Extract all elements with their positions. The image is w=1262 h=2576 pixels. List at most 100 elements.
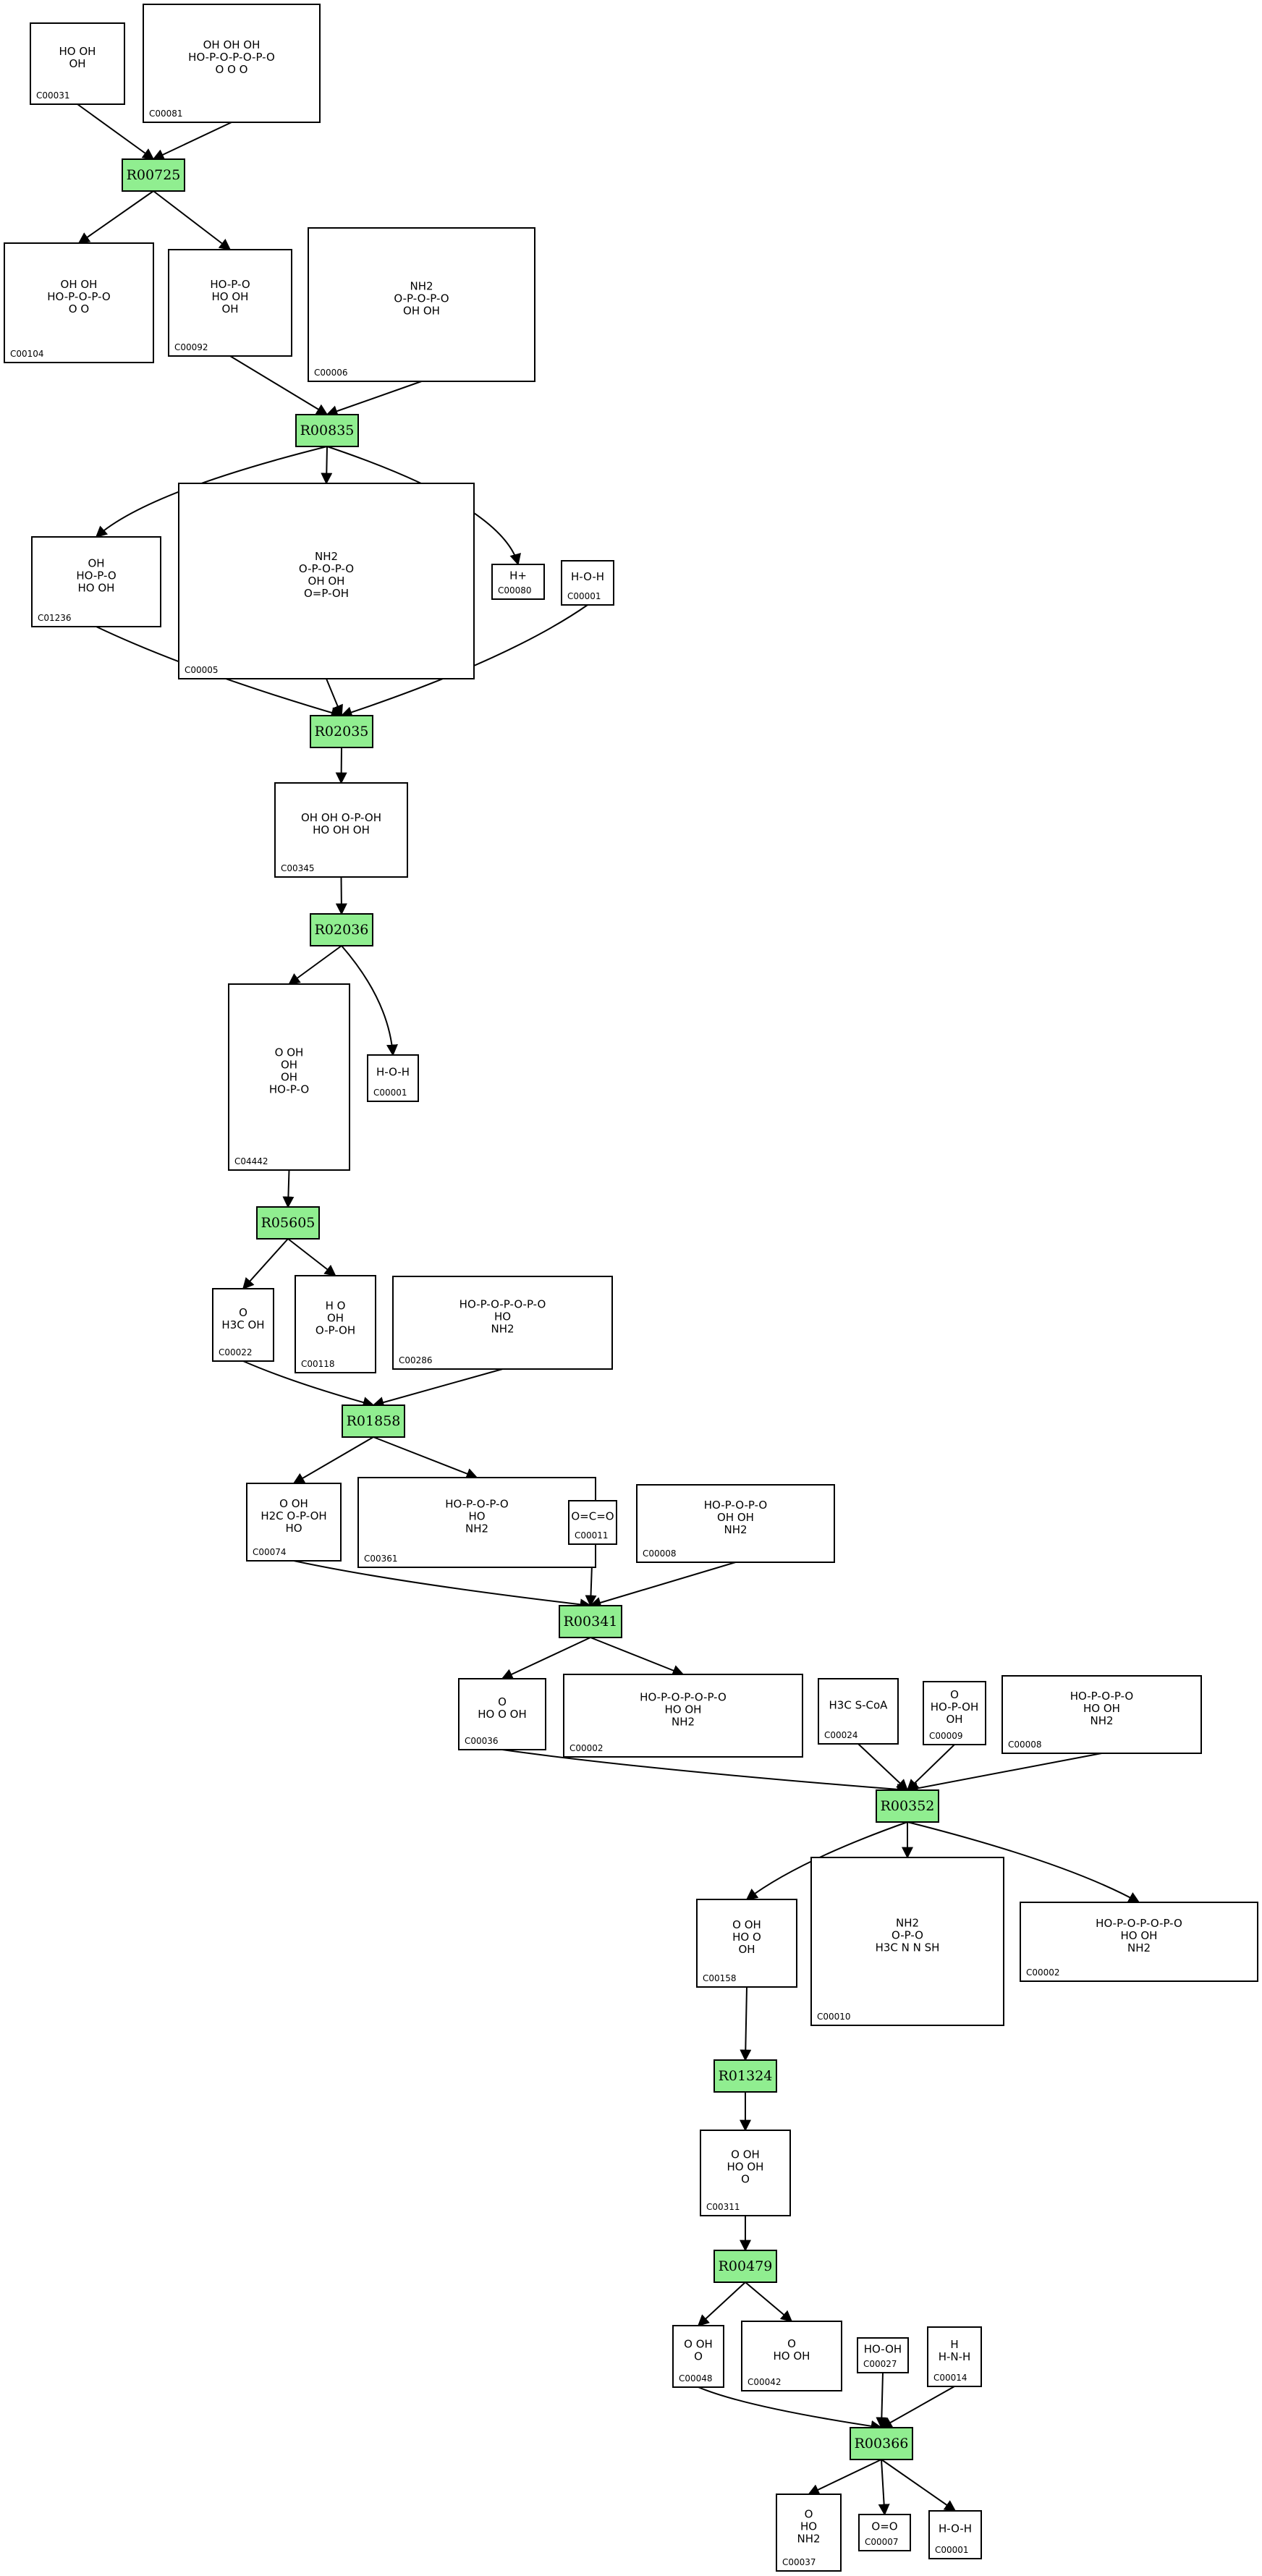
reaction-node[interactable]: R00366 <box>850 2427 913 2460</box>
compound-node[interactable]: O=O C00007 <box>858 2514 911 2551</box>
structure-label: O <box>239 1306 247 1319</box>
structure-label: H-N-H <box>939 2350 971 2363</box>
reaction-id: R02035 <box>315 724 369 740</box>
pathway-arrow <box>857 1743 909 1792</box>
reaction-node[interactable]: R01858 <box>342 1404 405 1438</box>
reaction-node[interactable]: R00341 <box>559 1605 622 1638</box>
structure-label: O=P-OH <box>304 587 349 600</box>
structure-label: NH2 <box>465 1522 488 1535</box>
compound-id: C00158 <box>703 1973 737 1983</box>
compound-box <box>741 2321 842 2391</box>
reaction-node[interactable]: R05605 <box>256 1206 320 1240</box>
structure-label: O <box>498 1695 507 1708</box>
structure-label: NH2 <box>1090 1714 1113 1727</box>
compound-id: C04442 <box>234 1156 268 1166</box>
pathway-arrow <box>880 2386 955 2428</box>
structure-label: OH <box>281 1071 297 1084</box>
reaction-node[interactable]: R02035 <box>310 715 373 748</box>
structure-label: NH2 <box>896 1917 919 1930</box>
structure-label: O=O <box>871 2520 897 2533</box>
reaction-id: R01858 <box>347 1413 401 1429</box>
compound-id: C00104 <box>10 349 44 359</box>
structure-label: H3C S-CoA <box>829 1699 889 1712</box>
structure-label: NH2 <box>797 2533 820 2546</box>
pathway-arrow <box>372 1368 503 1408</box>
structure-label: HO <box>800 2520 817 2533</box>
reaction-node[interactable]: R00479 <box>713 2250 777 2283</box>
compound-box <box>776 2494 842 2572</box>
reaction-node[interactable]: R00725 <box>122 158 185 192</box>
compound-id: C00007 <box>865 2537 899 2547</box>
structure-label: HO OH OH <box>313 823 370 836</box>
reaction-node[interactable]: R00835 <box>295 414 359 447</box>
reaction-node[interactable]: R01324 <box>713 2059 777 2093</box>
reaction-id: R00366 <box>855 2436 909 2452</box>
pathway-arrow <box>287 1238 336 1276</box>
structure-label: HO OH <box>59 45 96 58</box>
compound-id: C00286 <box>399 1355 433 1365</box>
structure-label: O <box>741 2173 750 2186</box>
compound-box <box>308 227 535 382</box>
reaction-node[interactable]: R02036 <box>310 913 373 946</box>
pathway-arrow <box>282 1169 295 1208</box>
compound-box <box>561 560 614 606</box>
reaction-box <box>256 1206 320 1240</box>
compound-box <box>246 1483 342 1562</box>
structure-label: O=C=O <box>571 1510 614 1523</box>
reaction-box <box>559 1605 622 1638</box>
compound-id: C00036 <box>465 1736 499 1746</box>
structure-label: OH <box>88 557 104 570</box>
structure-label: O <box>805 2508 813 2521</box>
reaction-node[interactable]: R00352 <box>876 1789 939 1823</box>
reaction-box <box>122 158 185 192</box>
compound-node[interactable]: O=C=O C00011 <box>568 1500 617 1545</box>
structure-label: HO-P-O-P-O <box>47 290 110 303</box>
compound-node[interactable]: H+C00080 <box>491 564 545 600</box>
compound-id: C00006 <box>314 368 348 378</box>
compound-id: C00011 <box>575 1530 609 1541</box>
compound-box <box>30 22 125 105</box>
structure-label: O-P-O-P-O <box>299 562 354 575</box>
reaction-id: R02036 <box>315 922 369 938</box>
compound-id: C00001 <box>935 2545 969 2555</box>
compound-box <box>31 536 161 627</box>
compound-box <box>857 2337 909 2373</box>
compound-box <box>636 1484 835 1563</box>
compound-box <box>178 483 475 679</box>
structure-label: HO OH <box>1083 1702 1120 1715</box>
pathway-arrow <box>698 2386 883 2432</box>
